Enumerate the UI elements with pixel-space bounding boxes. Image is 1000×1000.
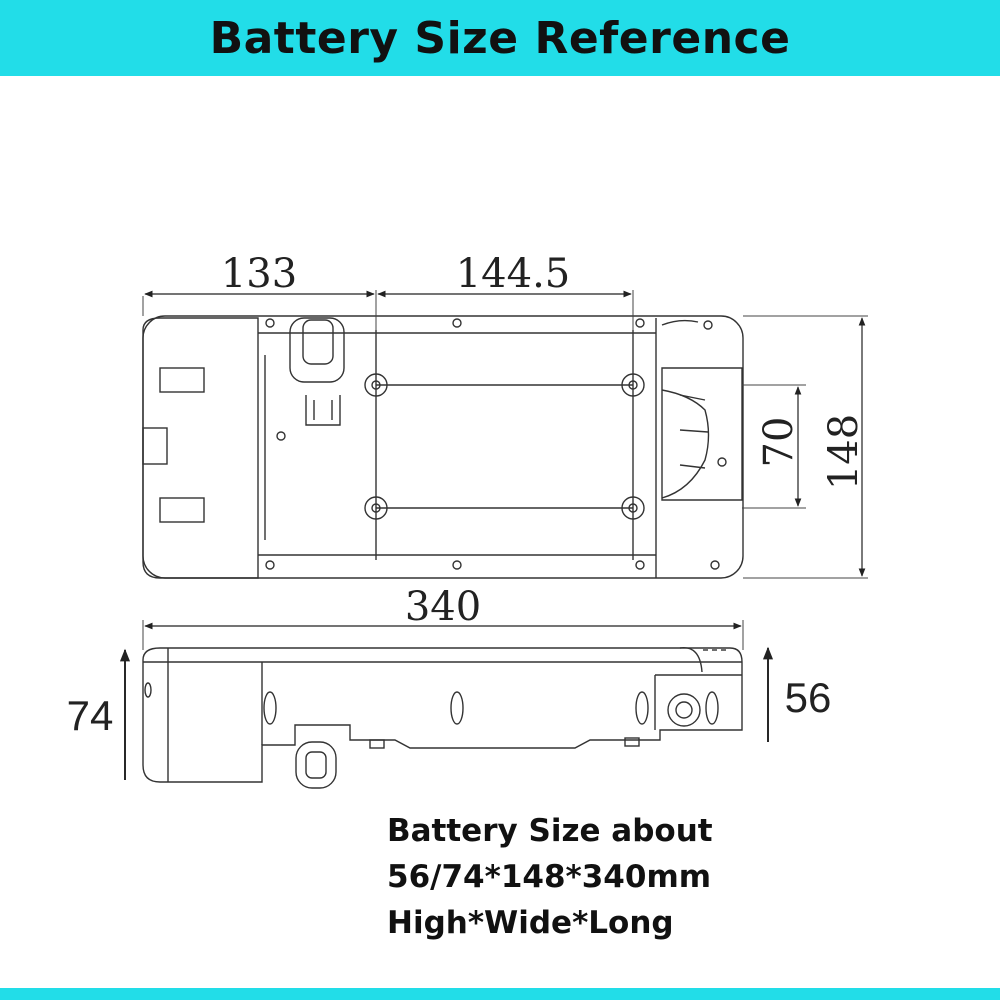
end-notch (142, 427, 168, 465)
dim-label-70: 70 (756, 417, 802, 468)
page-title: Battery Size Reference (209, 12, 791, 64)
charge-port (667, 693, 701, 727)
dim-mount-left: 133 (142, 251, 377, 330)
bottom-accent-bar (0, 988, 1000, 1000)
dim-label-56: 56 (785, 674, 832, 721)
side-view (142, 647, 743, 789)
mount-hole (364, 496, 388, 520)
battery-body-side (142, 647, 743, 783)
header-banner: Battery Size Reference (0, 0, 1000, 76)
lock-housing (289, 317, 345, 383)
mount-hole (621, 373, 645, 397)
dim-height-min: 56 (762, 646, 832, 742)
mount-hole (621, 496, 645, 520)
clip-lower (159, 497, 205, 523)
clip-upper (159, 367, 205, 393)
dim-height-max: 74 (67, 648, 131, 780)
dim-label-74: 74 (67, 692, 114, 739)
top-view (142, 315, 744, 579)
dim-label-340: 340 (405, 584, 481, 630)
mount-hole (364, 373, 388, 397)
spec-text: Battery Size about 56/74*148*340mm High*… (387, 808, 713, 946)
battery-body-top (142, 315, 744, 579)
dim-inner-width: 70 (742, 384, 806, 509)
dim-label-144-5: 144.5 (456, 251, 571, 297)
dim-mount-right: 144.5 (377, 251, 634, 330)
dim-length: 340 (142, 584, 744, 650)
spec-line-2: 56/74*148*340mm (387, 859, 712, 895)
lock-knob (295, 741, 337, 789)
dim-width: 148 (743, 315, 868, 579)
dim-label-148: 148 (821, 414, 867, 490)
dim-label-133: 133 (221, 251, 297, 297)
spec-line-3: High*Wide*Long (387, 905, 674, 941)
spec-line-1: Battery Size about (387, 813, 713, 849)
left-end-cap (142, 317, 259, 579)
